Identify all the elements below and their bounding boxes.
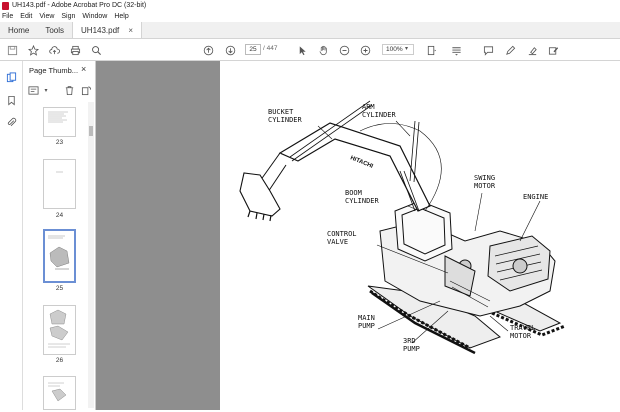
thumbnail-page[interactable]	[43, 376, 76, 410]
brand-label: HITACHI	[349, 155, 374, 170]
next-page-icon[interactable]	[223, 43, 237, 57]
print-icon[interactable]	[68, 43, 82, 57]
scroll-mode-icon[interactable]	[449, 43, 463, 57]
rotate-icon[interactable]	[80, 84, 92, 96]
page-thumbnails-icon[interactable]	[5, 71, 17, 83]
options-chevron-icon[interactable]: ▾	[44, 87, 48, 94]
label-travel-motor: TRAVEL MOTOR	[510, 324, 536, 340]
thumbnail-options-icon[interactable]	[27, 84, 39, 96]
bookmark-icon[interactable]	[5, 94, 17, 106]
menu-sign[interactable]: Sign	[61, 13, 76, 20]
left-navigation-rail	[0, 61, 23, 410]
hand-tool-icon[interactable]	[316, 43, 330, 57]
label-3rd-pump: 3RD PUMP	[403, 337, 420, 353]
highlight-icon[interactable]	[525, 43, 539, 57]
tab-home[interactable]: Home	[8, 25, 30, 35]
excavator-diagram: HITACHI	[239, 100, 566, 355]
search-icon[interactable]	[89, 43, 103, 57]
tab-bar: Home Tools UH143.pdf ×	[0, 22, 620, 39]
page-fit-icon[interactable]	[424, 43, 438, 57]
upload-cloud-icon[interactable]	[47, 43, 61, 57]
fill-sign-icon[interactable]	[546, 43, 560, 57]
thumbnail-label: 24	[55, 212, 64, 219]
menu-edit[interactable]: Edit	[20, 13, 33, 20]
page-number-input[interactable]: 25	[245, 44, 261, 55]
label-arm-cylinder: ARM CYLINDER	[362, 103, 396, 119]
attachment-icon[interactable]	[5, 116, 17, 128]
menu-file[interactable]: File	[2, 13, 14, 20]
page-total: / 447	[263, 45, 278, 52]
zoom-level-select[interactable]: 100%	[382, 44, 414, 55]
label-main-pump: MAIN PUMP	[358, 314, 375, 330]
acrobat-logo-icon	[2, 1, 9, 10]
star-icon[interactable]	[26, 43, 40, 57]
close-icon[interactable]: ×	[81, 64, 87, 74]
comment-icon[interactable]	[481, 43, 495, 57]
label-swing-motor: SWING MOTOR	[474, 174, 496, 190]
thumbnail-page[interactable]	[43, 107, 76, 137]
menu-window[interactable]: Window	[82, 13, 108, 20]
window-title: UH143.pdf - Adobe Acrobat Pro DC (32-bit…	[12, 2, 147, 9]
panel-toolbar: ▾	[27, 83, 92, 97]
window-titlebar: UH143.pdf - Adobe Acrobat Pro DC (32-bit…	[0, 0, 620, 11]
viewer-background	[96, 61, 220, 410]
save-icon[interactable]	[5, 43, 19, 57]
thumbnail-page[interactable]	[43, 305, 76, 355]
document-viewer: HITACHI BUCKET CYLINDER ARM CYLINDER BOO…	[96, 61, 620, 410]
select-cursor-icon[interactable]	[295, 43, 309, 57]
menu-help[interactable]: Help	[114, 13, 129, 20]
zoom-in-icon[interactable]	[358, 43, 372, 57]
thumbnail-page[interactable]	[43, 159, 76, 209]
zoom-out-icon[interactable]	[337, 43, 351, 57]
panel-title: Page Thumb...	[29, 66, 79, 75]
thumbnail-label: 25	[55, 285, 64, 292]
label-bucket-cylinder: BUCKET CYLINDER	[268, 108, 302, 124]
tab-document[interactable]: UH143.pdf ×	[72, 22, 143, 38]
main-toolbar: 25 / 447 100% ▾	[0, 39, 620, 61]
thumbnail-label: 23	[55, 139, 64, 146]
previous-page-icon[interactable]	[201, 43, 215, 57]
tab-document-label: UH143.pdf	[81, 25, 120, 35]
thumbnail-page-selected[interactable]	[43, 229, 76, 283]
thumbnail-scrollbar[interactable]	[88, 102, 94, 408]
tab-tools[interactable]: Tools	[45, 25, 65, 35]
label-control-valve: CONTROL VALVE	[327, 230, 357, 246]
pen-icon[interactable]	[503, 43, 517, 57]
label-engine: ENGINE	[523, 193, 549, 201]
thumbnail-label: 26	[55, 357, 64, 364]
tab-close-icon[interactable]: ×	[128, 25, 134, 35]
menu-view[interactable]: View	[39, 13, 55, 20]
page-thumbnails-panel: Page Thumb... × ▾ 23 24 25 26	[23, 61, 96, 410]
pdf-page[interactable]: HITACHI BUCKET CYLINDER ARM CYLINDER BOO…	[220, 61, 620, 410]
chevron-down-icon[interactable]: ▾	[405, 46, 409, 52]
delete-icon[interactable]	[63, 84, 75, 96]
menu-bar: File Edit View Sign Window Help	[0, 11, 620, 22]
label-boom-cylinder: BOOM CYLINDER	[345, 189, 379, 205]
scrollbar-thumb[interactable]	[89, 126, 93, 136]
